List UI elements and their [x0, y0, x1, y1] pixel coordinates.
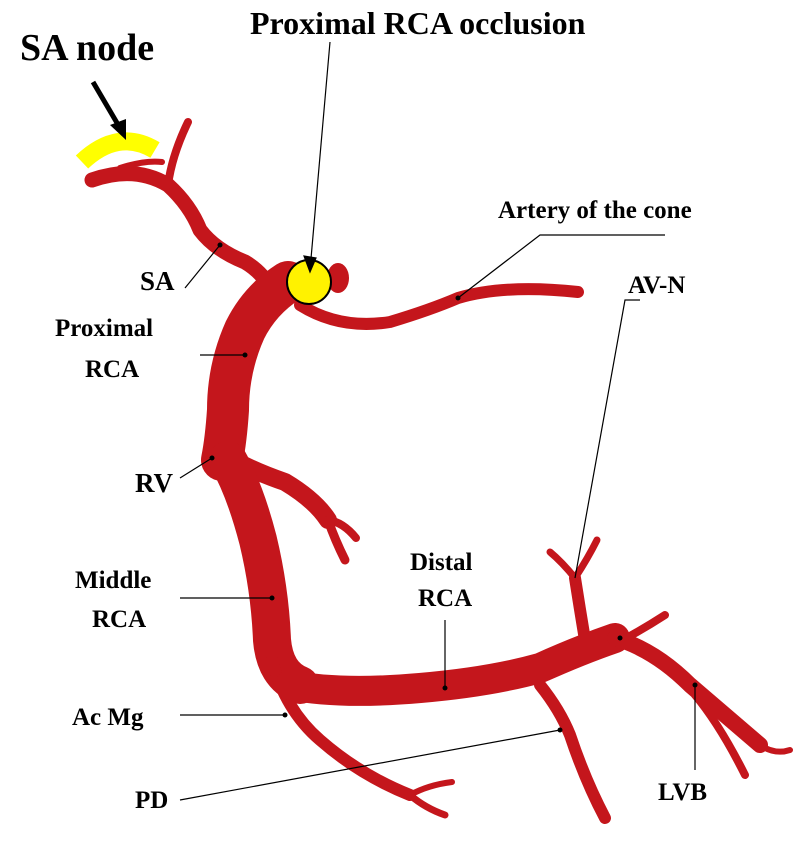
sa-branch-tip-upper: [168, 122, 188, 185]
middle-label-line2: RCA: [92, 606, 146, 633]
distal-down-branch: [540, 685, 605, 818]
pd-branch-fork-a: [410, 795, 445, 815]
dot: [243, 353, 248, 358]
sa-leader-line: [185, 245, 220, 288]
lvb-main-vessel: [615, 638, 760, 745]
av-n-leader-line: [575, 300, 640, 578]
title-label: Proximal RCA occlusion: [250, 5, 586, 41]
av-n-label: AV-N: [628, 272, 685, 299]
distal-rca-vessel: [290, 638, 615, 691]
middle-label-line1: Middle: [75, 567, 151, 594]
distal-label-line2: RCA: [418, 585, 472, 612]
proximal-label-line2: RCA: [85, 356, 139, 383]
sa-node-marker: [82, 141, 155, 162]
distal-label-line1: Distal: [410, 549, 473, 576]
dot: [218, 243, 223, 248]
lvb-label: LVB: [658, 779, 707, 806]
dot: [558, 728, 563, 733]
title-leader-line: [310, 42, 330, 270]
artery-of-cone-label: Artery of the cone: [498, 197, 692, 224]
pd-label: PD: [135, 787, 168, 814]
sa-branch-vessel: [92, 174, 272, 290]
av-node-branch-fork-a: [550, 552, 575, 578]
dot: [210, 456, 215, 461]
coronary-artery-tree: [92, 122, 790, 818]
av-node-branch-vessel: [575, 578, 585, 640]
dot: [270, 596, 275, 601]
dot: [443, 686, 448, 691]
proximal-label-line1: Proximal: [55, 315, 153, 342]
dot: [693, 683, 698, 688]
ac-mg-label: Ac Mg: [72, 704, 144, 731]
dot: [618, 636, 623, 641]
sa-node-label: SA node: [20, 27, 154, 69]
dot: [283, 713, 288, 718]
lvb-small-branch-top: [630, 615, 665, 636]
lvb-tail-branch: [760, 745, 790, 752]
cone-artery-vessel: [300, 289, 578, 324]
sa-node-arrow: [93, 82, 126, 140]
proximal-rca-vessel: [222, 282, 288, 460]
pd-branch-fork-b: [410, 782, 452, 795]
dot: [456, 296, 461, 301]
rv-label: RV: [135, 468, 174, 498]
pd-leader-line: [180, 730, 560, 800]
sa-label: SA: [140, 266, 175, 296]
sa-branch-tip-left: [120, 162, 162, 168]
